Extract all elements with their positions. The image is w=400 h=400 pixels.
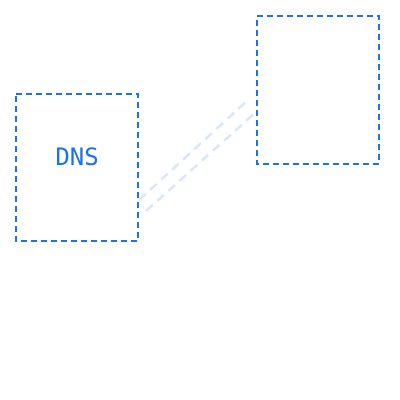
dns-node-box[interactable] (15, 93, 139, 242)
unlabeled-node-box[interactable] (256, 15, 380, 165)
dns-node[interactable]: DNS (15, 93, 139, 242)
connector (138, 99, 257, 212)
unlabeled-node[interactable] (256, 15, 380, 165)
connector-line-lower (145, 111, 257, 212)
connector-line-upper (138, 99, 249, 201)
dns-node-label: DNS (55, 143, 98, 171)
